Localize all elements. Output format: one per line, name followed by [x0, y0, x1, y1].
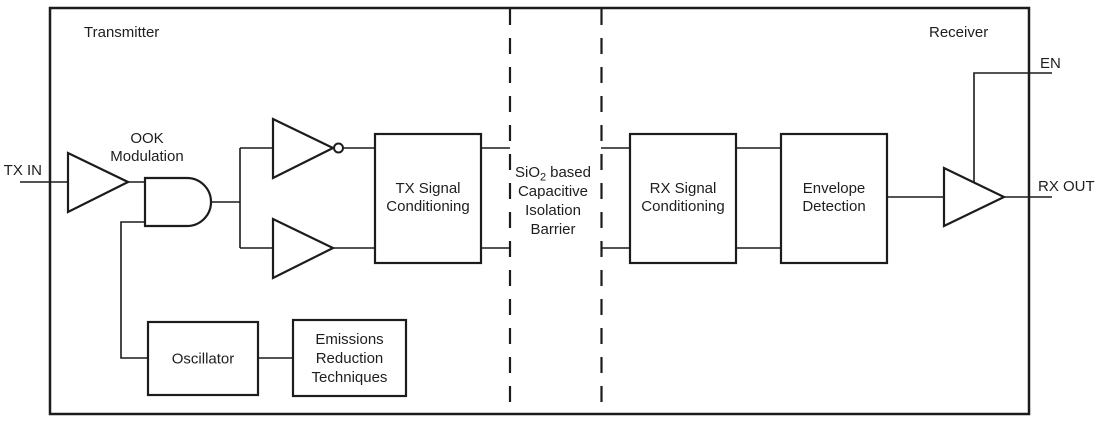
barrier-sio: SiO	[515, 164, 540, 181]
emissions-label-line2: Reduction	[316, 350, 384, 367]
barrier-based: based	[550, 164, 591, 181]
ook-label-line2: Modulation	[110, 148, 183, 165]
noninverting-buffer-triangle	[271, 217, 336, 280]
barrier-label-line1: SiO2 based	[515, 164, 591, 184]
oscillator-block	[146, 320, 260, 397]
inverter-triangle	[271, 117, 336, 180]
tx-signal-label-line1: TX Signal	[395, 180, 460, 197]
tx-in-label: TX IN	[4, 162, 42, 179]
receiver-label: Receiver	[929, 24, 988, 41]
rx-out-label: RX OUT	[1038, 178, 1095, 195]
emissions-label-line3: Techniques	[312, 369, 388, 386]
envelope-label-line2: Detection	[802, 198, 865, 215]
oscillator-label: Oscillator	[172, 351, 235, 368]
output-buffer-triangle	[942, 166, 1007, 228]
envelope-label-line1: Envelope	[803, 180, 866, 197]
barrier-label-line2: Capacitive	[518, 183, 588, 200]
envelope-detection-block	[779, 132, 889, 265]
chip-boundary	[48, 6, 1031, 416]
wire-en	[973, 72, 1052, 183]
rx-signal-label-line1: RX Signal	[650, 180, 717, 197]
rx-signal-label-line2: Conditioning	[641, 198, 724, 215]
input-buffer-triangle	[66, 151, 131, 214]
transmitter-label: Transmitter	[84, 24, 159, 41]
barrier-label-line4: Barrier	[530, 221, 575, 238]
ook-label-line1: OOK	[130, 130, 163, 147]
and-gate	[143, 176, 213, 228]
rx-signal-conditioning-block	[628, 132, 738, 265]
tx-signal-label-line2: Conditioning	[386, 198, 469, 215]
tx-signal-conditioning-block	[373, 132, 483, 265]
wire-oscillator-to-and	[120, 221, 148, 359]
barrier-label-line3: Isolation	[525, 202, 581, 219]
barrier-subscript: 2	[540, 172, 546, 184]
en-label: EN	[1040, 55, 1061, 72]
emissions-label-line1: Emissions	[315, 331, 383, 348]
inverter-bubble	[333, 142, 344, 154]
emissions-reduction-block	[291, 318, 408, 398]
